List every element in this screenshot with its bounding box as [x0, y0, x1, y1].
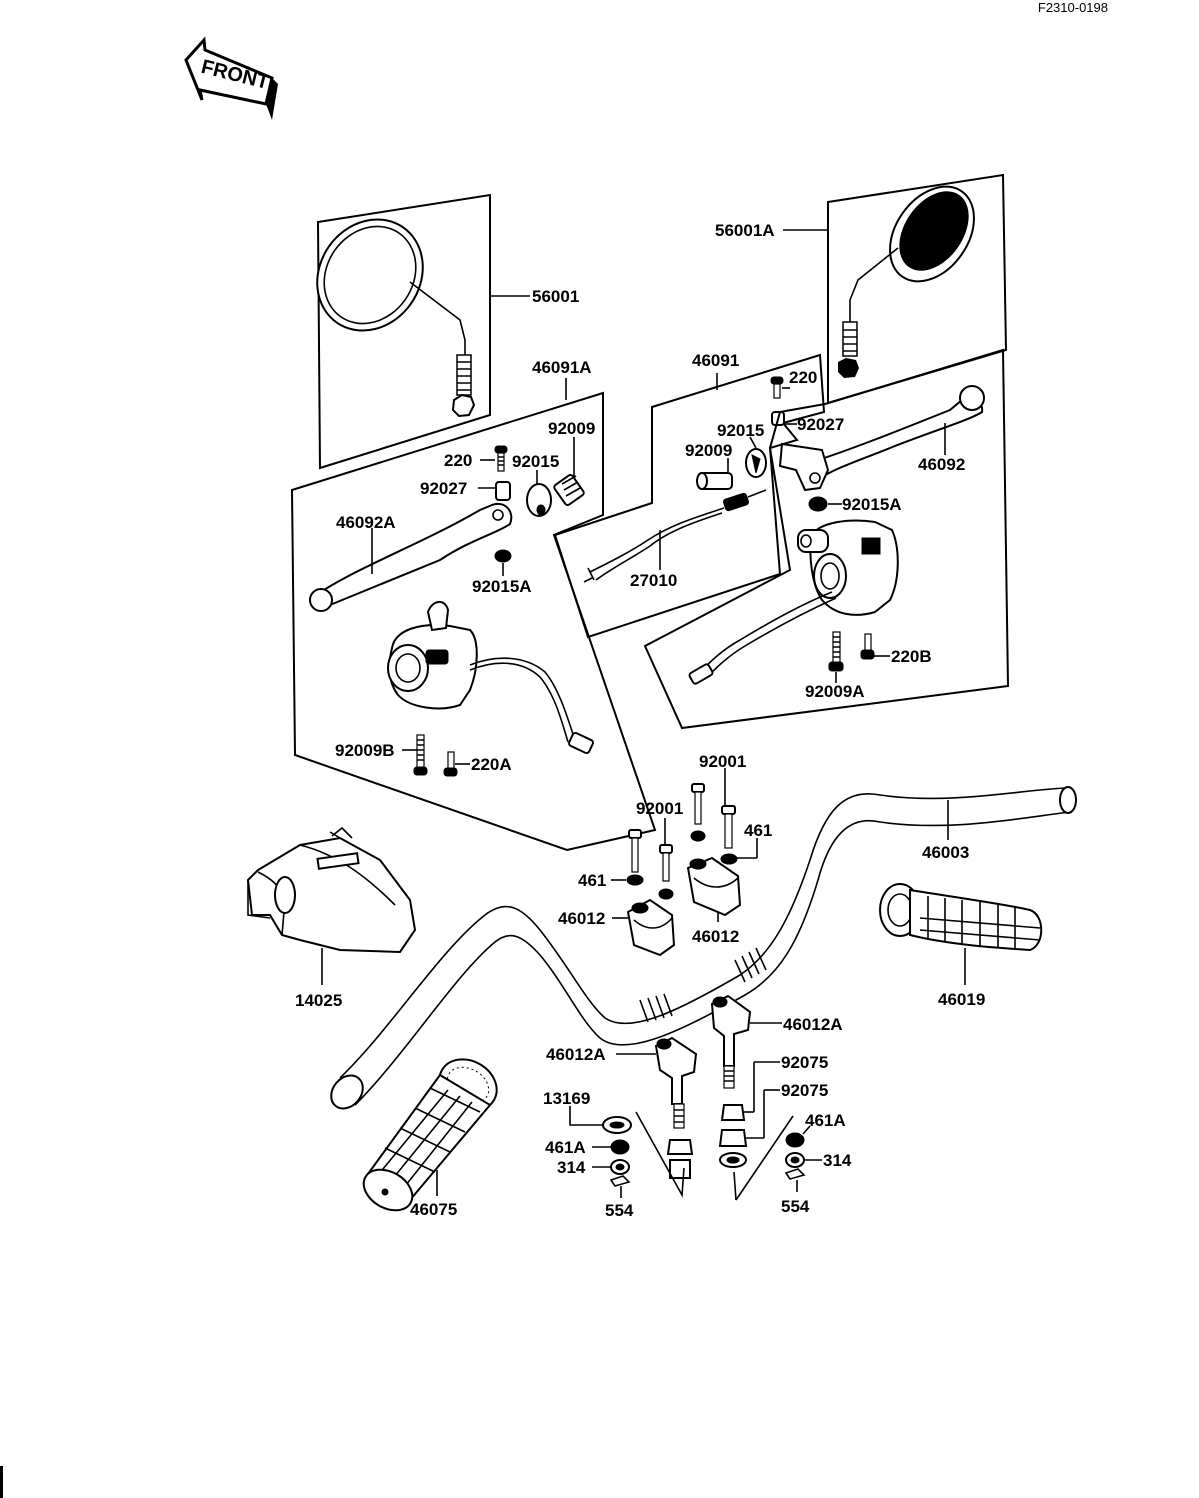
damper-92075-icon — [718, 1104, 748, 1168]
label-92001-a: 92001 — [699, 752, 746, 771]
label-220-left: 220 — [444, 451, 472, 470]
nut-92015-right-icon — [745, 448, 767, 478]
throttle-grip-46019-icon — [879, 883, 1043, 952]
label-92015-left: 92015 — [512, 452, 559, 471]
label-46012-right: 46012 — [692, 927, 739, 946]
brake-switch-27010-icon — [583, 489, 767, 583]
label-92009B: 92009B — [335, 741, 395, 760]
label-14025: 14025 — [295, 991, 342, 1010]
clamp-46012-left-icon — [626, 898, 676, 957]
label-92075-b: 92075 — [781, 1081, 828, 1100]
label-220-right: 220 — [789, 368, 817, 387]
label-56001A: 56001A — [715, 221, 775, 240]
label-314-right: 314 — [823, 1151, 852, 1170]
clutch-lever-46092A-icon — [309, 502, 513, 612]
label-46075: 46075 — [410, 1200, 457, 1219]
label-92009-right: 92009 — [685, 441, 732, 460]
grip-46075-icon — [362, 1058, 498, 1212]
bolt-92001-d-icon — [658, 844, 674, 900]
label-92015A-right: 92015A — [842, 495, 902, 514]
collar-92027-left-icon — [495, 481, 511, 501]
clamp-46012-right-icon — [686, 856, 742, 917]
front-arrow-icon: FRONT — [184, 36, 278, 120]
label-92027-left: 92027 — [420, 479, 467, 498]
drawing-code: F2310-0198 — [1038, 0, 1108, 15]
label-92009A: 92009A — [805, 682, 865, 701]
edge-mark — [0, 1466, 3, 1498]
label-46091A: 46091A — [532, 358, 592, 377]
label-92027-right: 92027 — [797, 415, 844, 434]
label-46012-left: 46012 — [558, 909, 605, 928]
bolt-92001-a-icon — [690, 783, 706, 842]
label-461A-left: 461A — [545, 1138, 586, 1157]
screw-92009B-icon — [413, 734, 428, 776]
label-46091: 46091 — [692, 351, 739, 370]
pin-554-left-icon — [609, 1175, 631, 1187]
label-46012A-left: 46012A — [546, 1045, 606, 1064]
left-switch-housing-icon — [387, 601, 594, 755]
bolt-92001-c-icon — [626, 829, 644, 886]
right-switch-box — [643, 348, 1010, 730]
label-461A-right: 461A — [805, 1111, 846, 1130]
nut-92015A-right-icon — [808, 496, 828, 512]
right-lever-box — [553, 353, 826, 639]
holder-46012A-left-icon — [654, 1036, 698, 1129]
left-mirror-box — [316, 193, 491, 470]
nut-92015A-left-icon — [494, 549, 512, 563]
label-92015A-left: 92015A — [472, 577, 532, 596]
right-mirror-box — [827, 173, 1008, 405]
label-13169: 13169 — [543, 1089, 590, 1108]
left-lever-box — [290, 391, 657, 852]
label-46092A: 46092A — [336, 513, 396, 532]
label-46012A-right: 46012A — [783, 1015, 843, 1034]
right-mirror-icon — [838, 185, 975, 378]
bolt-92001-b-icon — [720, 805, 738, 865]
label-314-left: 314 — [557, 1158, 586, 1177]
label-46019: 46019 — [938, 990, 985, 1009]
label-554-right: 554 — [781, 1197, 810, 1216]
handlebar-46003-icon — [330, 786, 1077, 1110]
screw-220-left-icon — [494, 445, 508, 472]
screw-220A-icon — [443, 751, 458, 777]
left-mirror-icon — [316, 218, 476, 418]
label-220B: 220B — [891, 647, 932, 666]
label-220A: 220A — [471, 755, 512, 774]
washer-461A-left-icon — [610, 1139, 630, 1155]
right-switch-housing-icon — [688, 519, 899, 685]
label-461-b: 461 — [578, 871, 606, 890]
cover-14025-icon — [246, 826, 417, 954]
label-92015-right: 92015 — [717, 421, 764, 440]
screw-92009A-icon — [828, 631, 844, 672]
damper-left-icon — [666, 1139, 694, 1179]
label-46092: 46092 — [918, 455, 965, 474]
washer-461A-right-icon — [785, 1132, 805, 1148]
pin-554-right-icon — [784, 1168, 806, 1180]
label-46003: 46003 — [922, 843, 969, 862]
label-554-left: 554 — [605, 1201, 634, 1220]
screw-220B-icon — [860, 633, 875, 660]
screw-220-right-icon — [770, 376, 784, 399]
label-461-a: 461 — [744, 821, 772, 840]
nut-92015-left-icon — [526, 483, 552, 517]
label-92001-b: 92001 — [636, 799, 683, 818]
label-27010: 27010 — [630, 571, 677, 590]
adjuster-92009-left-icon — [553, 474, 585, 506]
label-56001: 56001 — [532, 287, 579, 306]
label-92075-a: 92075 — [781, 1053, 828, 1072]
label-92009-left: 92009 — [548, 419, 595, 438]
adjuster-92009-right-icon — [696, 472, 733, 490]
holder-46012A-right-icon — [710, 994, 752, 1089]
brake-lever-46092-icon — [778, 385, 985, 492]
